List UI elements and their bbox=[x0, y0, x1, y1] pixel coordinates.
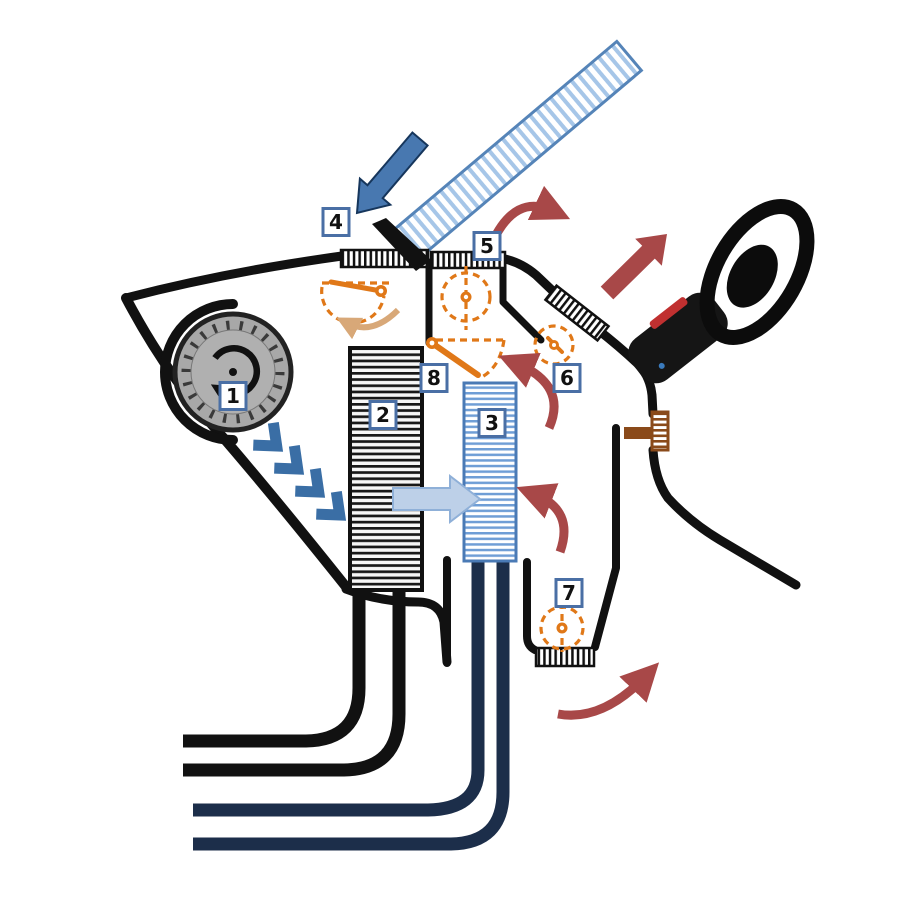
blower-fan bbox=[160, 299, 294, 445]
refrigerant-pipe-2 bbox=[193, 561, 510, 851]
fan-tick-ring bbox=[181, 320, 285, 424]
label-4-text: 4 bbox=[329, 210, 343, 234]
label-8-text: 8 bbox=[427, 366, 441, 390]
housing-top-right-corner bbox=[500, 254, 561, 299]
housing-lower-right-edge bbox=[648, 445, 801, 590]
fresh-air-intake-arrow bbox=[355, 131, 430, 215]
label-6-text: 6 bbox=[560, 366, 574, 390]
steering-wheel-hub bbox=[726, 244, 778, 308]
face-vent-actuator bbox=[440, 266, 492, 330]
refrigerant-pipe-1 bbox=[193, 561, 485, 817]
column-indicator bbox=[658, 362, 665, 369]
face-vent-channel-right-wall bbox=[499, 259, 545, 344]
fan-axle bbox=[229, 368, 237, 376]
core-flow-arrow bbox=[392, 473, 482, 525]
label-2-text: 2 bbox=[376, 403, 390, 427]
coolant-pipe-1 bbox=[183, 591, 366, 748]
floor-duct-right-wall bbox=[591, 424, 620, 651]
label-5: 5 bbox=[472, 231, 502, 261]
fan-housing bbox=[160, 299, 238, 445]
floor-duct-inner-wall bbox=[523, 558, 539, 654]
cabin-sensor bbox=[624, 410, 670, 452]
intake-flap bbox=[372, 218, 431, 271]
blend-door bbox=[426, 337, 506, 380]
label-7: 7 bbox=[554, 578, 584, 608]
label-2: 2 bbox=[368, 400, 398, 430]
recirculation-flap-actuator bbox=[320, 279, 401, 340]
label-3: 3 bbox=[477, 408, 507, 438]
cabin-outlet-arrow bbox=[600, 234, 667, 300]
steering-wheel bbox=[699, 199, 815, 345]
label-5-text: 5 bbox=[480, 234, 494, 258]
steering-wheel-rim bbox=[699, 199, 815, 345]
label-8: 8 bbox=[419, 363, 449, 393]
label-7-text: 7 bbox=[562, 581, 576, 605]
floor-outlet-arc bbox=[557, 662, 660, 720]
label-3-text: 3 bbox=[485, 411, 499, 435]
label-6: 6 bbox=[552, 363, 582, 393]
coolant-pipe-2 bbox=[183, 591, 406, 777]
defrost-vent-grille bbox=[543, 283, 611, 343]
warm-air-arc-mid bbox=[498, 352, 559, 430]
label-1: 1 bbox=[218, 381, 248, 411]
housing-bottom-edge bbox=[341, 584, 452, 667]
floor-vent-grille bbox=[534, 646, 596, 668]
heater-core bbox=[348, 346, 424, 592]
warm-air-arc-lower bbox=[516, 483, 569, 554]
flap-swing-arrow bbox=[336, 307, 401, 340]
fan-airflow-chevrons bbox=[253, 422, 347, 521]
label-4: 4 bbox=[321, 207, 351, 237]
label-1-text: 1 bbox=[226, 384, 240, 408]
housing-top-left-edge bbox=[121, 251, 347, 303]
column-accent bbox=[649, 297, 688, 329]
